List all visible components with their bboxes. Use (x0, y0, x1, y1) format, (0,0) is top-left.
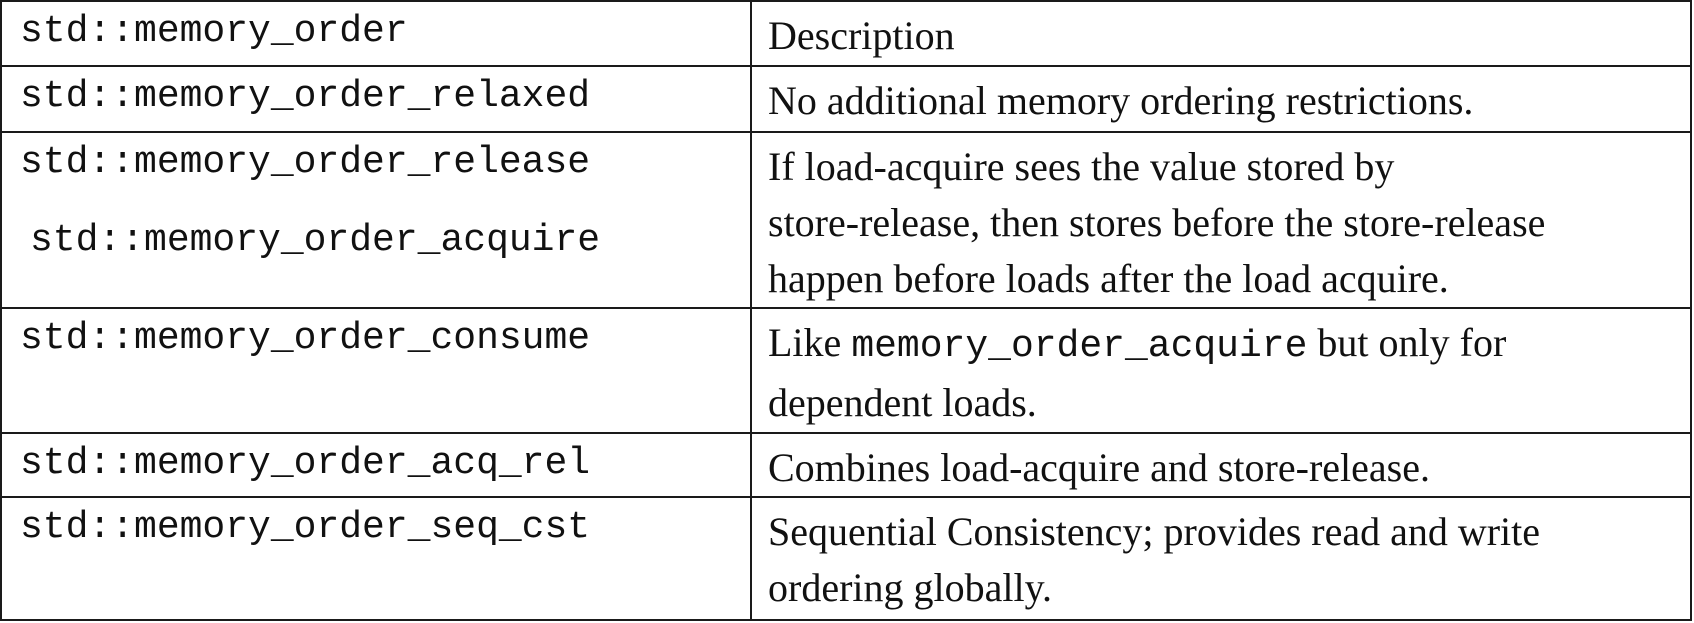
memory-order-value: std::memory_order_acq_rel (20, 442, 591, 486)
memory-order-value: std::memory_order_consume (20, 317, 591, 361)
header-label-memory-order: std::memory_order (20, 10, 408, 53)
memory-order-value: std::memory_order_seq_cst (20, 506, 591, 550)
description-cell: No additional memory ordering restrictio… (750, 65, 1692, 133)
table-row: std::memory_order_seq_cst Sequential Con… (0, 496, 1692, 621)
code-cell: std::memory_order_relaxed (0, 65, 752, 133)
header-cell-memory-order: std::memory_order (0, 0, 752, 68)
description-cell: If load-acquire sees the value stored by… (750, 130, 1692, 310)
description-text: dependent loads. (768, 380, 1037, 426)
header-label-description: Description (768, 13, 955, 58)
table-row: std::memory_order_relaxed No additional … (0, 65, 1692, 133)
description-cell: Sequential Consistency; provides read an… (750, 496, 1692, 621)
description-text: Like memory_order_acquire but only for (768, 315, 1690, 375)
table-header-row: std::memory_order Description (0, 0, 1692, 68)
description-text-pre: Like (768, 320, 852, 366)
description-cell: Combines load-acquire and store-release. (750, 432, 1692, 499)
code-cell: std::memory_order_acq_rel (0, 432, 752, 499)
description-text: No additional memory ordering restrictio… (768, 78, 1474, 124)
inline-code: memory_order_acquire (851, 325, 1308, 369)
description-text: Sequential Consistency; provides read an… (768, 509, 1541, 555)
description-text: happen before loads after the load acqui… (768, 255, 1449, 301)
table-row: std::memory_order_release std::memory_or… (0, 130, 1692, 310)
memory-order-value: std::memory_order_release (20, 140, 591, 184)
code-cell: std::memory_order_release std::memory_or… (0, 130, 752, 310)
table-row: std::memory_order_consume Like memory_or… (0, 307, 1692, 435)
description-text: ordering globally. (768, 565, 1053, 611)
code-cell: std::memory_order_consume (0, 307, 752, 435)
description-text-post: but only for (1307, 320, 1507, 366)
description-text: store-release, then stores before the st… (768, 199, 1546, 245)
memory-order-value: std::memory_order_acquire (30, 218, 601, 262)
code-cell: std::memory_order_seq_cst (0, 496, 752, 621)
memory-order-value: std::memory_order_relaxed (20, 75, 591, 119)
header-cell-description: Description (750, 0, 1692, 68)
description-text: If load-acquire sees the value stored by (768, 143, 1395, 189)
description-text: Combines load-acquire and store-release. (768, 445, 1430, 491)
description-cell: Like memory_order_acquire but only for d… (750, 307, 1692, 435)
table-row: std::memory_order_acq_rel Combines load-… (0, 432, 1692, 499)
